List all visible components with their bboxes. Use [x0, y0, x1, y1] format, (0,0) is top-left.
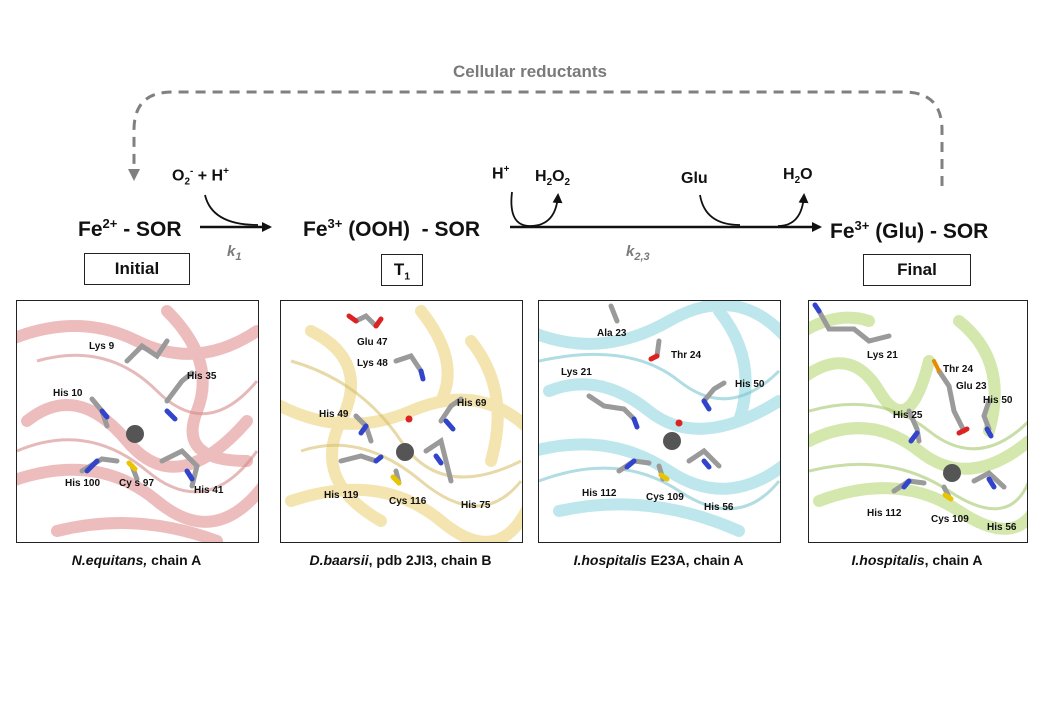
h2o-out-arrow: [777, 193, 809, 227]
reductant-cycle-arrow: [128, 90, 944, 186]
residue-label: His 50: [983, 395, 1013, 406]
caption-panel-3: I.hospitalis E23A, chain A: [573, 552, 744, 568]
stage-initial-box: Initial: [84, 253, 190, 285]
product-h2o: H2O: [783, 166, 813, 187]
structure-panel-3: Ala 23 Thr 24 Lys 21 His 50 His 112 Cys …: [538, 300, 781, 543]
reactant-glu: Glu: [681, 170, 708, 187]
residue-label: Thr 24: [671, 350, 702, 361]
residue-label: His 35: [187, 371, 217, 382]
cycle-label: Cellular reductants: [453, 62, 607, 81]
residue-label: His 25: [893, 410, 923, 421]
rate-k23: k2,3: [626, 243, 650, 263]
residue-label: His 49: [319, 409, 349, 420]
protein-ribbon-2: [281, 305, 522, 542]
residue-label: Cys 109: [931, 514, 969, 525]
product-h2o2: H2O2: [535, 168, 571, 189]
residue-label: His 69: [457, 398, 487, 409]
stage-t1-box: T1: [381, 254, 423, 286]
o2-curve-arrow: [204, 194, 259, 226]
residue-label: Glu 47: [357, 337, 388, 348]
residue-label: Cy s 97: [119, 478, 155, 489]
caption-panel-1: N.equitans, chain A: [71, 552, 202, 568]
protein-ribbon-1: [17, 305, 258, 542]
residue-label: Cys 116: [389, 496, 427, 507]
residue-label: Lys 48: [357, 358, 388, 369]
glu-in-arrow: [699, 194, 741, 226]
caption-panel-4: I.hospitalis, chain A: [851, 552, 983, 568]
species-t1: Fe3+ (OOH) - SOR: [303, 216, 481, 241]
residue-label: His 112: [867, 508, 902, 519]
protein-ribbon-4: [809, 302, 1027, 535]
residue-label: Thr 24: [943, 364, 974, 375]
residue-label: His 50: [735, 379, 765, 390]
residue-label: Lys 21: [561, 367, 592, 378]
h-in-out-arrow: [510, 191, 563, 227]
residue-label: Glu 23: [956, 381, 987, 392]
residue-label: Ala 23: [597, 328, 627, 339]
species-initial: Fe2+ - SOR: [78, 216, 182, 241]
structure-panel-4: Lys 21 Thr 24 Glu 23 His 25 His 50 His 1…: [808, 300, 1028, 543]
caption-panel-2: D.baarsii, pdb 2JI3, chain B: [309, 552, 492, 568]
residue-label: His 119: [324, 490, 359, 501]
structure-panel-2: Glu 47 Lys 48 His 69 His 49 His 119 Cys …: [280, 300, 523, 543]
reactant-proton: H+: [492, 164, 510, 183]
residue-label: His 10: [53, 388, 83, 399]
structure-panel-1: Lys 9 His 35 His 10 His 100 Cy s 97 His …: [16, 300, 259, 543]
residue-label: Lys 9: [89, 341, 115, 352]
residue-label: His 100: [65, 478, 101, 489]
residue-label: His 56: [987, 522, 1017, 533]
reactant-superoxide: O2- + H+: [172, 166, 229, 188]
protein-ribbon-3: [539, 301, 780, 537]
species-final: Fe3+ (Glu) - SOR: [830, 218, 989, 243]
residue-label: His 112: [582, 488, 617, 499]
residue-label: Cys 109: [646, 492, 684, 503]
residue-label: His 41: [194, 485, 224, 496]
stage-final-box: Final: [863, 254, 971, 286]
residue-label: His 75: [461, 500, 491, 511]
residue-label: His 56: [704, 502, 734, 513]
residue-label: Lys 21: [867, 350, 898, 361]
rate-k1: k1: [227, 243, 242, 263]
